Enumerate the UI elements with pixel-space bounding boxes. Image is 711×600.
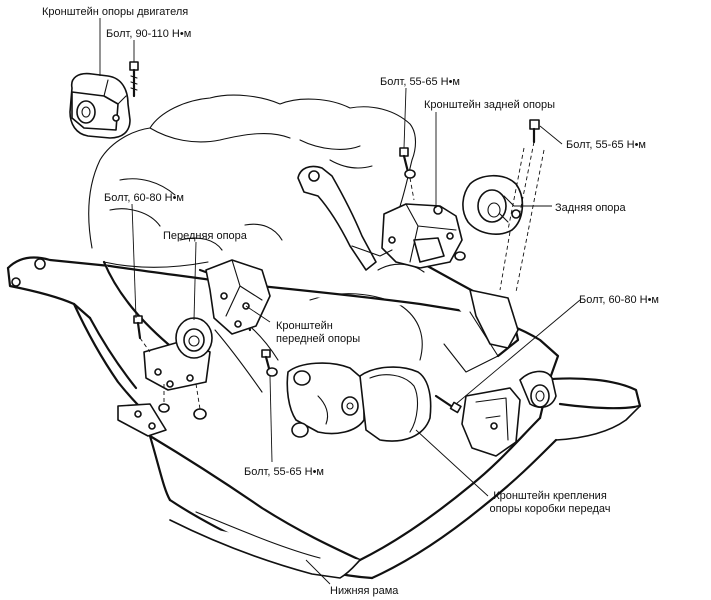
engine-mount-bracket	[69, 72, 131, 139]
label-bolt-55-65-bottom: Болт, 55-65 Н•м	[244, 466, 324, 478]
transmission-mount-bracket	[286, 362, 432, 442]
bolt-55-65-bottom	[261, 349, 278, 377]
label-engine-mount-bracket: Кронштейн опоры двигателя	[42, 6, 189, 18]
label-rear-mount-bracket: Кронштейн задней опоры	[424, 99, 556, 111]
label-gearbox-bracket-line2: опоры коробки передач	[489, 503, 611, 515]
label-gearbox-bracket-line1: Кронштейн крепления	[493, 490, 607, 502]
frame-right-bracket	[461, 387, 521, 457]
engine-support-strut	[297, 165, 393, 271]
label-bolt-55-65-right: Болт, 55-65 Н•м	[566, 139, 646, 151]
label-front-mount-bracket-line1: Кронштейн	[276, 320, 333, 332]
label-bolt-60-80-right: Болт, 60-80 Н•м	[579, 294, 659, 306]
engine-outline	[88, 94, 425, 393]
label-rear-mount: Задняя опора	[555, 202, 626, 214]
rear-mount-bracket	[381, 203, 466, 269]
label-front-mount-bracket-line2: передней опоры	[276, 333, 361, 345]
bolt-55-65-top	[399, 147, 416, 201]
label-lower-frame: Нижняя рама	[330, 585, 399, 597]
label-front-mount: Передняя опора	[163, 230, 247, 242]
bolt-90-110	[129, 61, 139, 98]
front-mount	[143, 317, 213, 420]
bolt-60-80-left	[133, 315, 151, 353]
bolt-60-80-right	[434, 394, 462, 414]
bolt-55-65-right	[499, 119, 545, 293]
label-bolt-90-110: Болт, 90-110 Н•м	[106, 28, 192, 40]
label-bolt-55-65-top: Болт, 55-65 Н•м	[380, 76, 460, 88]
rear-mount	[462, 174, 524, 235]
front-mount-bracket	[205, 259, 271, 335]
leader-lines	[99, 18, 581, 585]
label-bolt-60-80-left: Болт, 60-80 Н•м	[104, 192, 184, 204]
